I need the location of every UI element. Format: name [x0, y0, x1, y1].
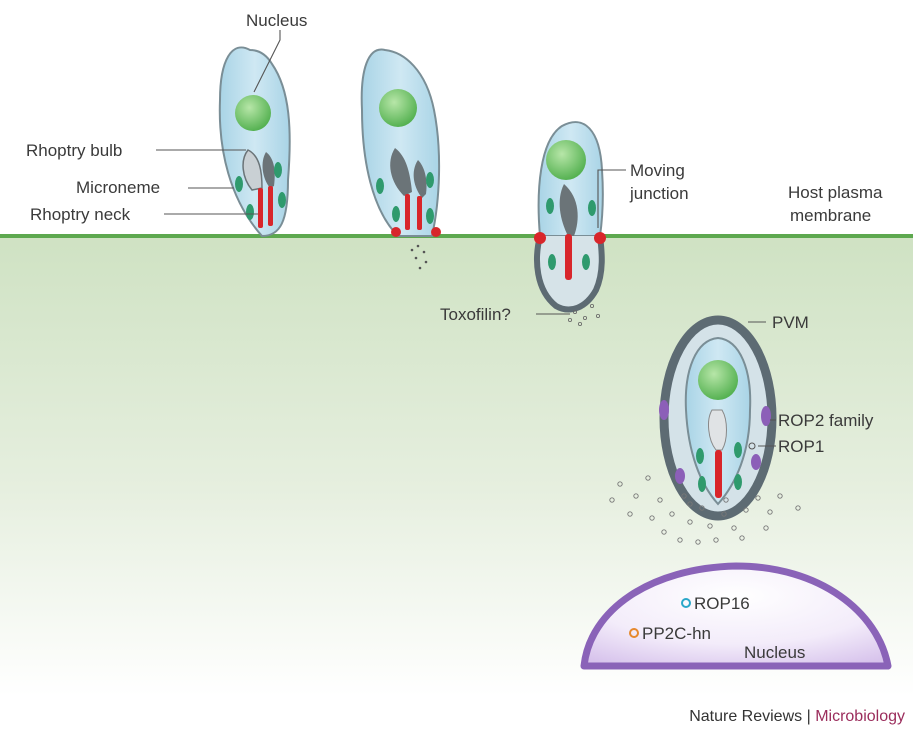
label-nucleus-top: Nucleus	[246, 11, 307, 30]
label-moving-junction-1: Moving	[630, 161, 685, 180]
label-pvm: PVM	[772, 313, 809, 332]
label-microneme: Microneme	[76, 178, 160, 197]
rop2-family	[751, 454, 761, 470]
rop2-family	[659, 400, 669, 420]
parasite-nucleus	[698, 360, 738, 400]
label-rop1: ROP1	[778, 437, 824, 456]
credit-subject: Microbiology	[815, 708, 905, 725]
label-host-plasma-1: Host plasma	[788, 183, 883, 202]
credit-journal: Nature Reviews	[689, 708, 802, 725]
moving-junction-right	[594, 232, 606, 244]
label-host-plasma-2: membrane	[790, 206, 871, 225]
parasite-nucleus	[546, 140, 586, 180]
label-rhoptry-neck: Rhoptry neck	[30, 205, 131, 224]
label-rop16: ROP16	[694, 594, 750, 613]
parasite-invading	[534, 122, 606, 325]
label-moving-junction-2: junction	[629, 184, 689, 203]
label-rhoptry-bulb: Rhoptry bulb	[26, 141, 122, 160]
parasite-nucleus	[235, 95, 271, 131]
rop2-family	[675, 468, 685, 484]
parasite-in-vacuole	[659, 320, 772, 516]
parasite-nucleus	[379, 89, 417, 127]
label-toxofilin: Toxofilin?	[440, 305, 511, 324]
label-rop2-family: ROP2 family	[778, 411, 874, 430]
parasite-attaching	[220, 47, 290, 236]
credit-separator: |	[802, 708, 815, 725]
moving-junction-left	[534, 232, 546, 244]
label-pp2c: PP2C-hn	[642, 624, 711, 643]
journal-credit: Nature Reviews | Microbiology	[689, 708, 905, 726]
label-host-nucleus: Nucleus	[744, 643, 805, 662]
rop2-family	[761, 406, 771, 426]
